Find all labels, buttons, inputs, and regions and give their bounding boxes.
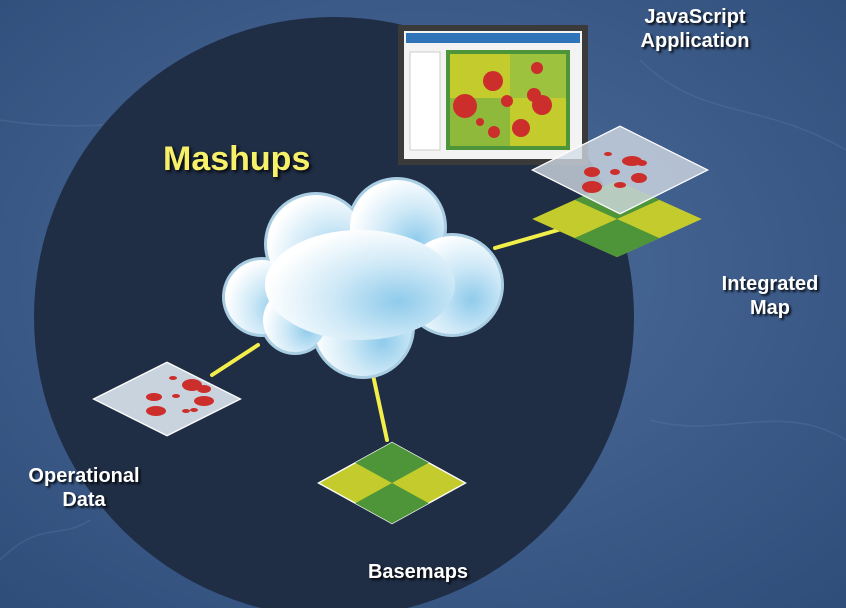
label-line: Data [62,489,106,511]
connectors [210,226,567,442]
connector-to-operational-data [210,343,260,377]
connector-to-basemaps [371,373,389,442]
javascript-app-window-icon [398,25,588,165]
basemap-layer [317,441,467,525]
label-integrated-map: Integrated Map [695,272,845,320]
integrated-map-base-layer [532,180,702,258]
integrated-map-operational-layer [530,125,710,215]
label-javascript-application: JavaScript Application [620,5,770,53]
label-line: Integrated [721,273,819,295]
operational-data-layer [92,361,242,437]
cloud-icon [222,177,504,379]
label-line: Operational [28,465,140,487]
app-title-bar [406,33,580,43]
label-line: Map [750,297,790,319]
connector-to-integrated-map [493,226,567,250]
app-sidebar [409,51,441,151]
label-operational-data: Operational Data [0,464,168,512]
app-map [446,50,570,150]
label-basemaps: Basemaps [367,561,469,583]
label-line: Application [640,30,750,52]
mashups-title: Mashups [163,140,311,178]
label-line: JavaScript [644,6,746,28]
